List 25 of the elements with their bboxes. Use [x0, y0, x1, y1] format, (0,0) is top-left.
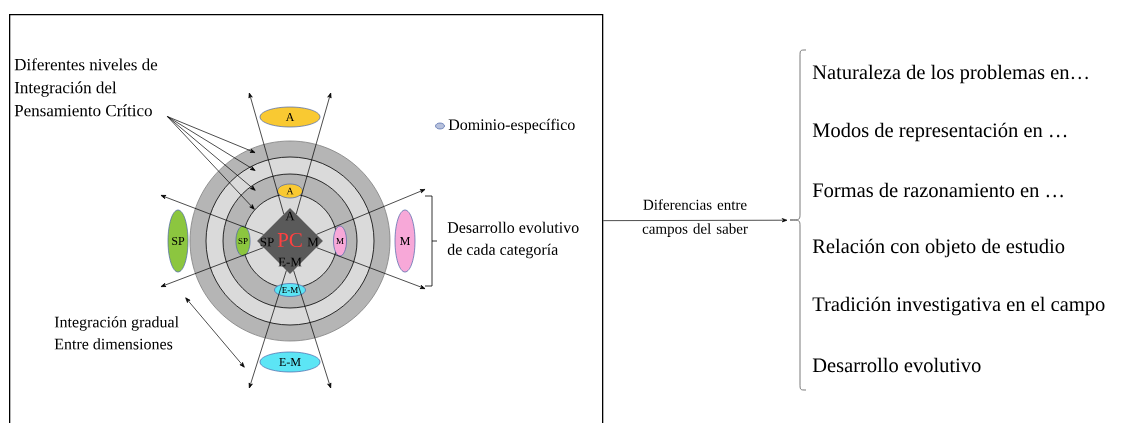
note-text: Desarrollo evolutivo de cada categoría	[447, 221, 579, 259]
frame-box	[9, 14, 604, 423]
leader-arrow	[167, 116, 255, 210]
caption-text: Diferentes niveles de Integración del Pensamiento Crítico	[14, 58, 158, 117]
arrow	[602, 218, 788, 223]
list-item: Formas de razonamiento en …	[812, 182, 1063, 198]
note-text: Integración gradual Entre dimensiones	[54, 316, 179, 350]
arrow	[248, 270, 287, 389]
leader-arrow	[167, 116, 256, 153]
leader-arrow	[167, 116, 256, 171]
list-item: Naturaleza de los problemas en…	[812, 64, 1088, 84]
arrow	[160, 247, 264, 287]
list-item: Relación con objeto de estudio	[812, 238, 1065, 258]
legend-text: Dominio-específico	[448, 118, 575, 134]
list-item: Tradición investigativa en el campo	[812, 296, 1105, 316]
edge-label: Diferencias entre campos del saber	[642, 199, 748, 237]
arrow	[295, 92, 332, 215]
leader-arrow	[167, 116, 256, 191]
arrow	[160, 195, 264, 235]
arrow	[293, 270, 332, 389]
arrow	[316, 189, 426, 235]
list-item: Desarrollo evolutivo	[812, 357, 981, 373]
list-item: Modos de representación en …	[812, 122, 1067, 142]
arrow	[316, 247, 426, 289]
arrow	[248, 92, 285, 215]
